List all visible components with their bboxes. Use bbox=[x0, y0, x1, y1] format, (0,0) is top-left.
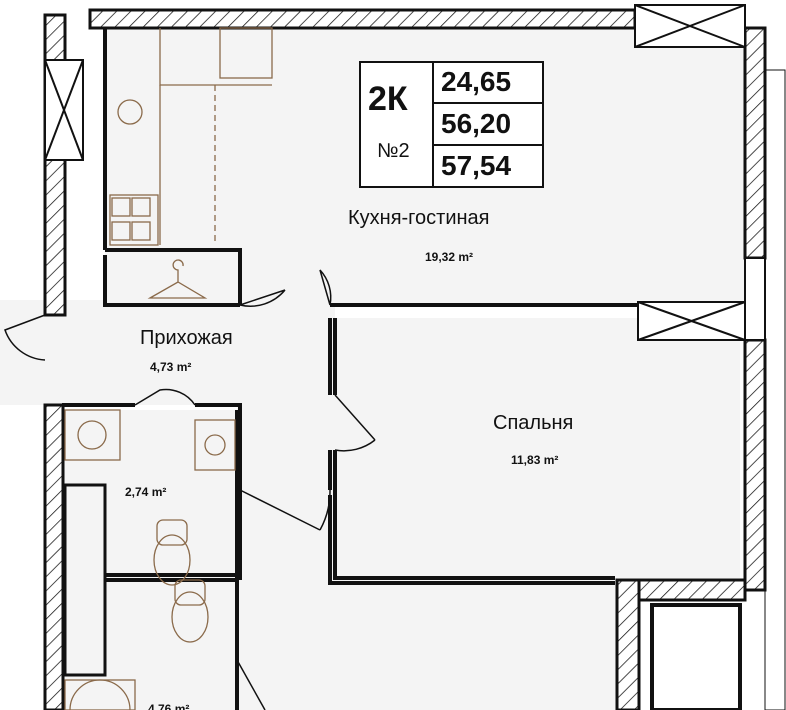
kitchen-area: 19,32 m² bbox=[425, 250, 474, 264]
bottom-room-area: 4,76 m² bbox=[148, 702, 190, 710]
hall-area: 4,73 m² bbox=[150, 360, 192, 374]
area-living: 24,65 bbox=[441, 66, 512, 97]
bathroom-area: 2,74 m² bbox=[125, 485, 167, 499]
area-total: 56,20 bbox=[441, 108, 512, 139]
apartment-type: 2К bbox=[368, 80, 408, 118]
furniture bbox=[64, 27, 273, 710]
exterior-walls bbox=[43, 8, 767, 710]
windows bbox=[44, 4, 786, 710]
hall-label: Прихожая bbox=[140, 327, 233, 349]
doors bbox=[4, 269, 376, 710]
area-with-balcony: 57,54 bbox=[441, 150, 512, 181]
bedroom-area: 11,83 m² bbox=[511, 453, 559, 467]
apartment-number: №2 bbox=[377, 140, 410, 162]
bedroom-label: Спальня bbox=[493, 412, 574, 434]
kitchen-label: Кухня-гостиная bbox=[348, 207, 490, 229]
apartment-info-box bbox=[359, 61, 544, 188]
